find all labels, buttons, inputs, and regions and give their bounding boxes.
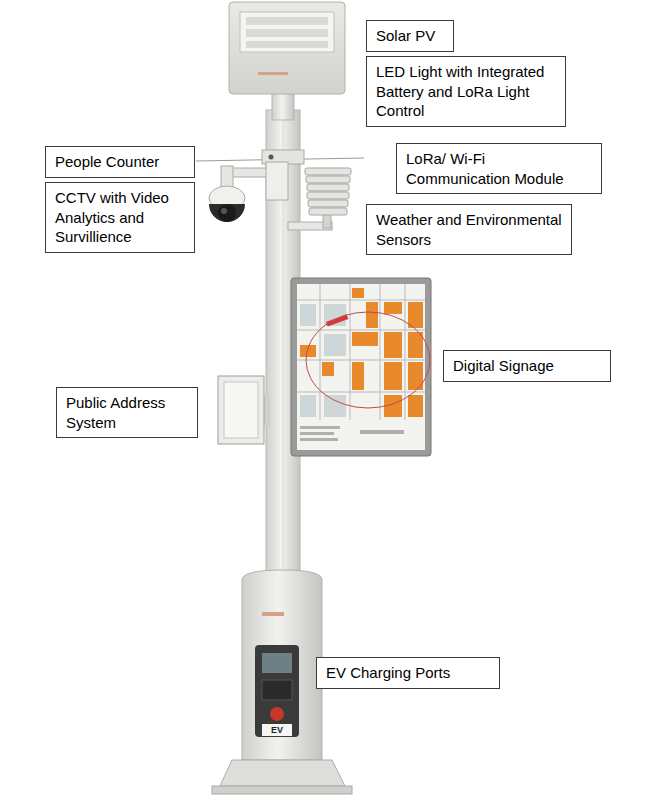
label-text: Solar PV — [376, 26, 444, 46]
label-text: EV Charging Ports — [326, 663, 490, 683]
label-box: People Counter — [45, 146, 195, 178]
label-box: CCTV with Video Analytics and Survillien… — [45, 182, 195, 253]
label-box: Digital Signage — [443, 350, 611, 382]
label-box: Weather and Environmental Sensors — [366, 204, 572, 255]
label-box: LED Light with Integrated Battery and Lo… — [366, 56, 566, 127]
label-text: LED Light with Integrated Battery and Lo… — [376, 62, 556, 121]
label-box: EV Charging Ports — [316, 657, 500, 689]
ev-sticker-text: EV — [262, 725, 292, 735]
label-text: People Counter — [55, 152, 185, 172]
label-box: Solar PV — [366, 20, 454, 52]
label-box: Public Address System — [56, 387, 198, 438]
label-text: CCTV with Video Analytics and Survillien… — [55, 188, 185, 247]
label-text: Weather and Environmental Sensors — [376, 210, 562, 249]
label-text: Public Address System — [66, 393, 188, 432]
label-text: LoRa/ Wi-Fi Communication Module — [406, 149, 592, 188]
label-text: Digital Signage — [453, 356, 601, 376]
label-box: LoRa/ Wi-Fi Communication Module — [396, 143, 602, 194]
